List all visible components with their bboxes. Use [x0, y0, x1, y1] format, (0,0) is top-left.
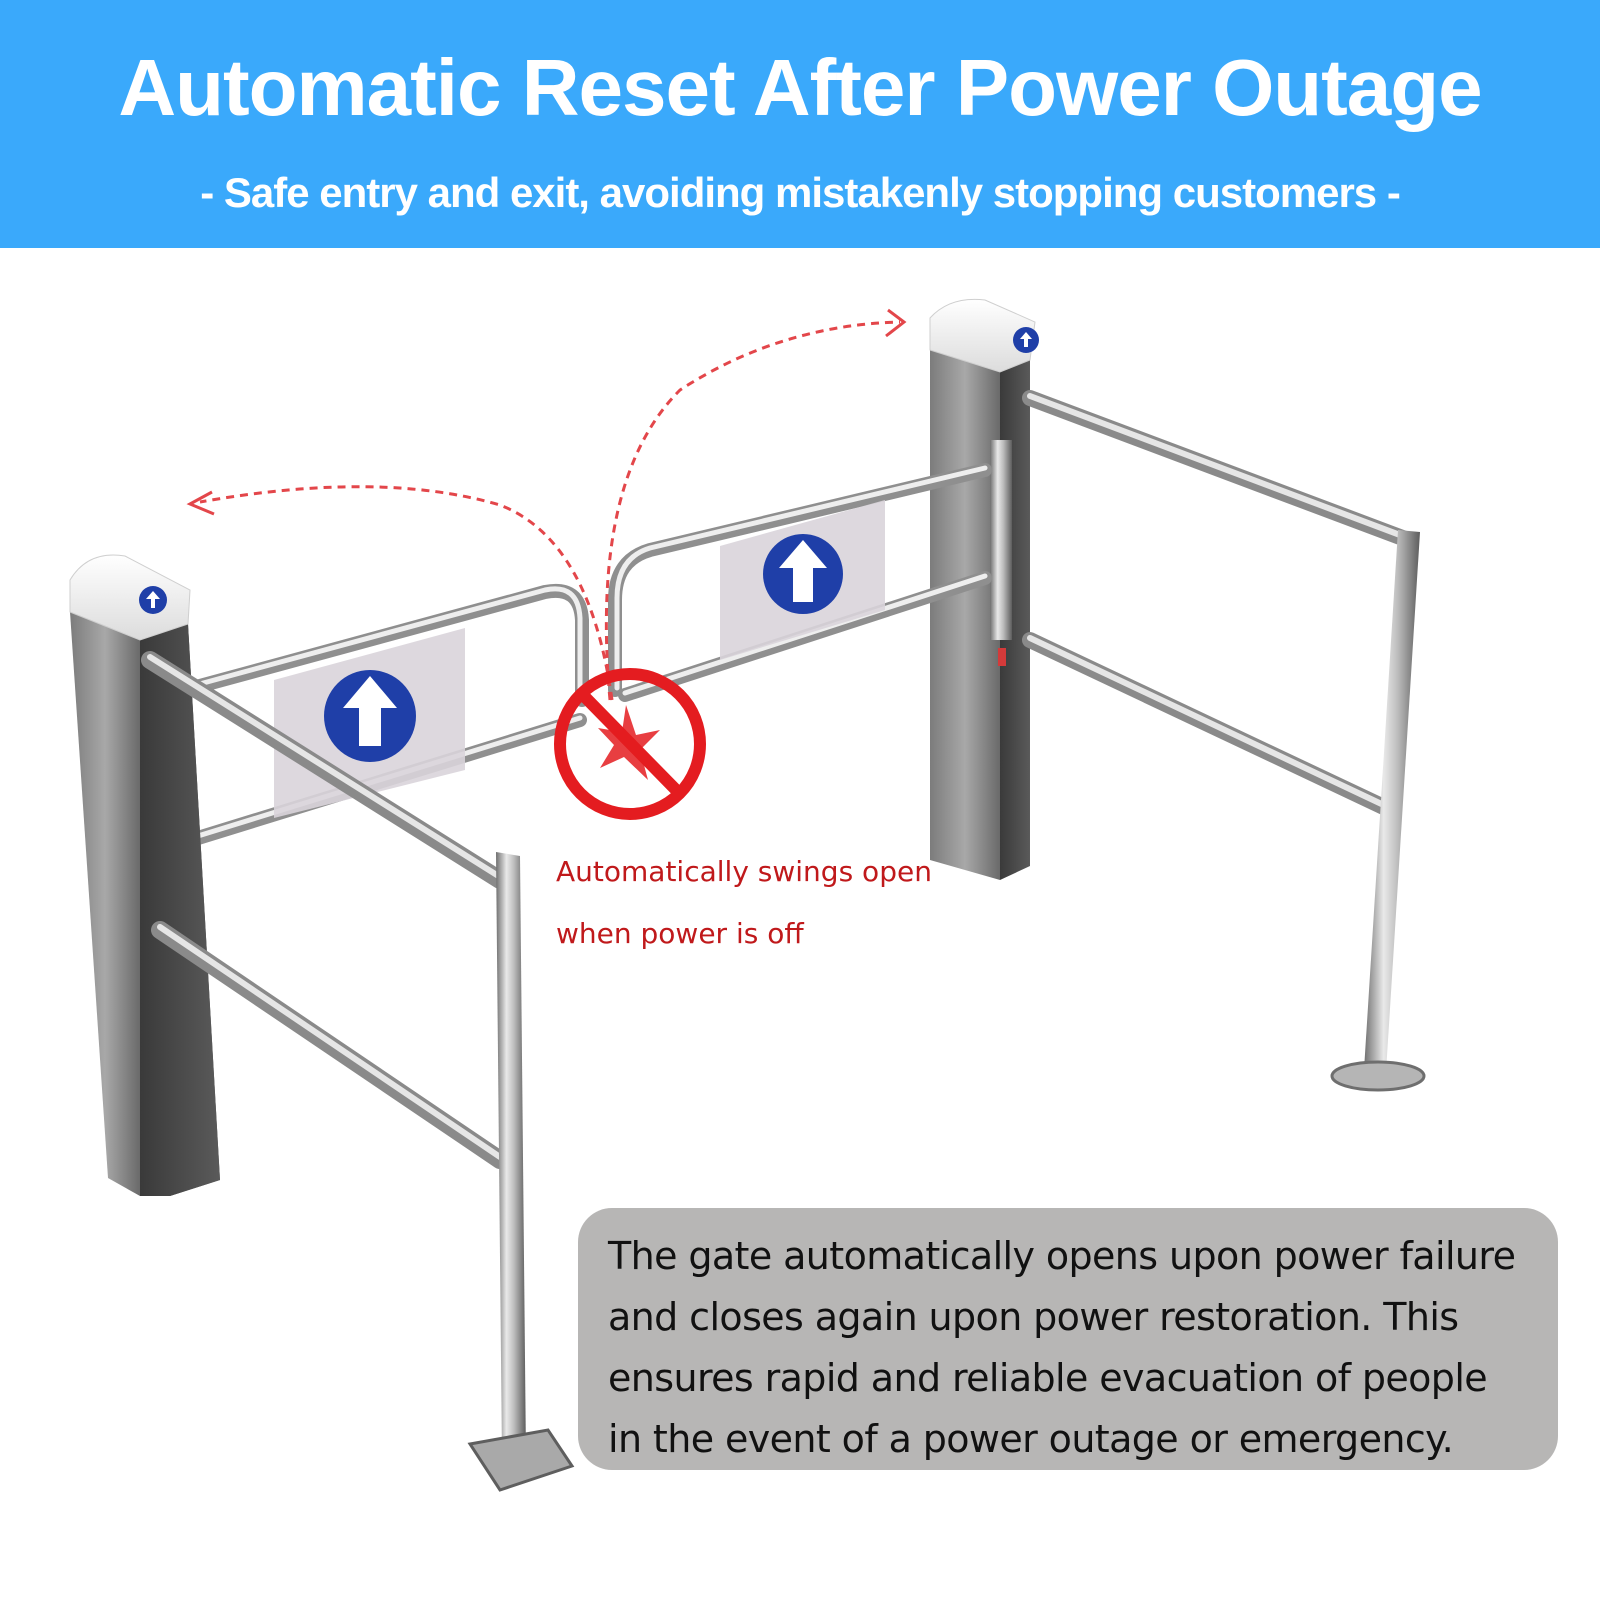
swing-direction-arrow-icon: [199, 320, 901, 701]
description-line: The gate automatically opens upon power …: [608, 1234, 1516, 1278]
header-banner: Automatic Reset After Power Outage - Saf…: [0, 0, 1600, 248]
page-subtitle: - Safe entry and exit, avoiding mistaken…: [200, 169, 1401, 216]
page-title: Automatic Reset After Power Outage: [118, 43, 1482, 132]
right-side-railing: [1022, 390, 1426, 1092]
callout-line-2: when power is off: [556, 917, 804, 950]
right-swing-arm: [608, 463, 992, 702]
left-side-railing: [141, 651, 575, 1492]
description-line: and closes again upon power restoration.…: [608, 1295, 1459, 1339]
description-line: ensures rapid and reliable evacuation of…: [608, 1356, 1488, 1400]
callout-line-1: Automatically swings open: [556, 855, 932, 888]
description-box: The gate automatically opens upon power …: [578, 1208, 1558, 1470]
description-line: in the event of a power outage or emerge…: [608, 1417, 1454, 1461]
left-post: [69, 554, 220, 1196]
swing-gate-illustration: [69, 298, 1426, 1492]
no-blocking-prohibition-icon: [554, 668, 706, 820]
